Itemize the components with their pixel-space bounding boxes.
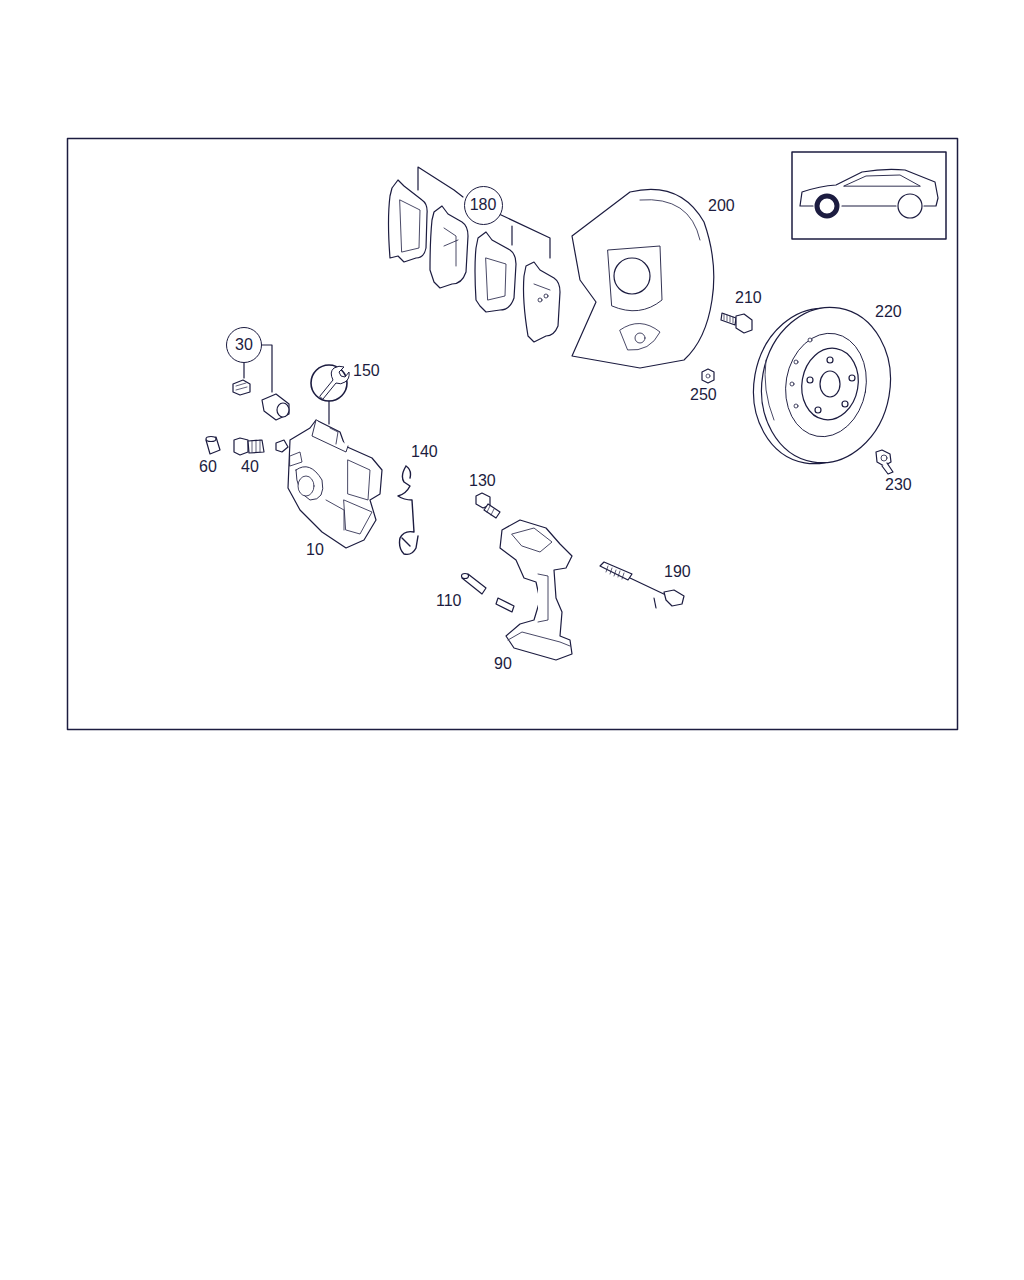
callout-number: 110 — [435, 592, 463, 610]
callout-number: 150 — [352, 362, 381, 380]
callout-circle: 30 — [226, 327, 262, 363]
callout-number: 230 — [884, 476, 913, 494]
bracket-lines — [418, 167, 550, 258]
callout-circle: 180 — [464, 186, 503, 225]
callout-number: 180 — [470, 196, 497, 214]
screw — [876, 450, 893, 474]
bolt — [476, 493, 500, 518]
callout-number: 40 — [240, 458, 260, 476]
bolt — [721, 313, 752, 333]
callout-number: 210 — [734, 289, 763, 307]
caliper-carrier — [496, 520, 572, 660]
callout-number: 90 — [493, 655, 513, 673]
callout-number: 30 — [235, 336, 253, 354]
callout-number: 140 — [410, 443, 439, 461]
frame — [68, 139, 958, 730]
callout-number: 200 — [707, 197, 736, 215]
bleed-screw-parts — [206, 437, 288, 456]
callout-number: 60 — [198, 458, 218, 476]
splash-shield — [572, 189, 714, 368]
brake-pads — [389, 180, 561, 342]
callout-number: 190 — [663, 563, 692, 581]
brake-caliper — [288, 420, 382, 548]
callout-number: 130 — [468, 472, 497, 490]
callout-number: 220 — [874, 303, 903, 321]
car-inset — [792, 152, 946, 239]
brake-disc — [741, 297, 902, 474]
anti-rattle-spring — [398, 466, 418, 554]
wrench-symbol — [311, 365, 349, 424]
nut — [702, 369, 714, 383]
callout-number: 250 — [689, 386, 718, 404]
callout-number: 10 — [305, 541, 325, 559]
guide-pin — [462, 574, 487, 595]
